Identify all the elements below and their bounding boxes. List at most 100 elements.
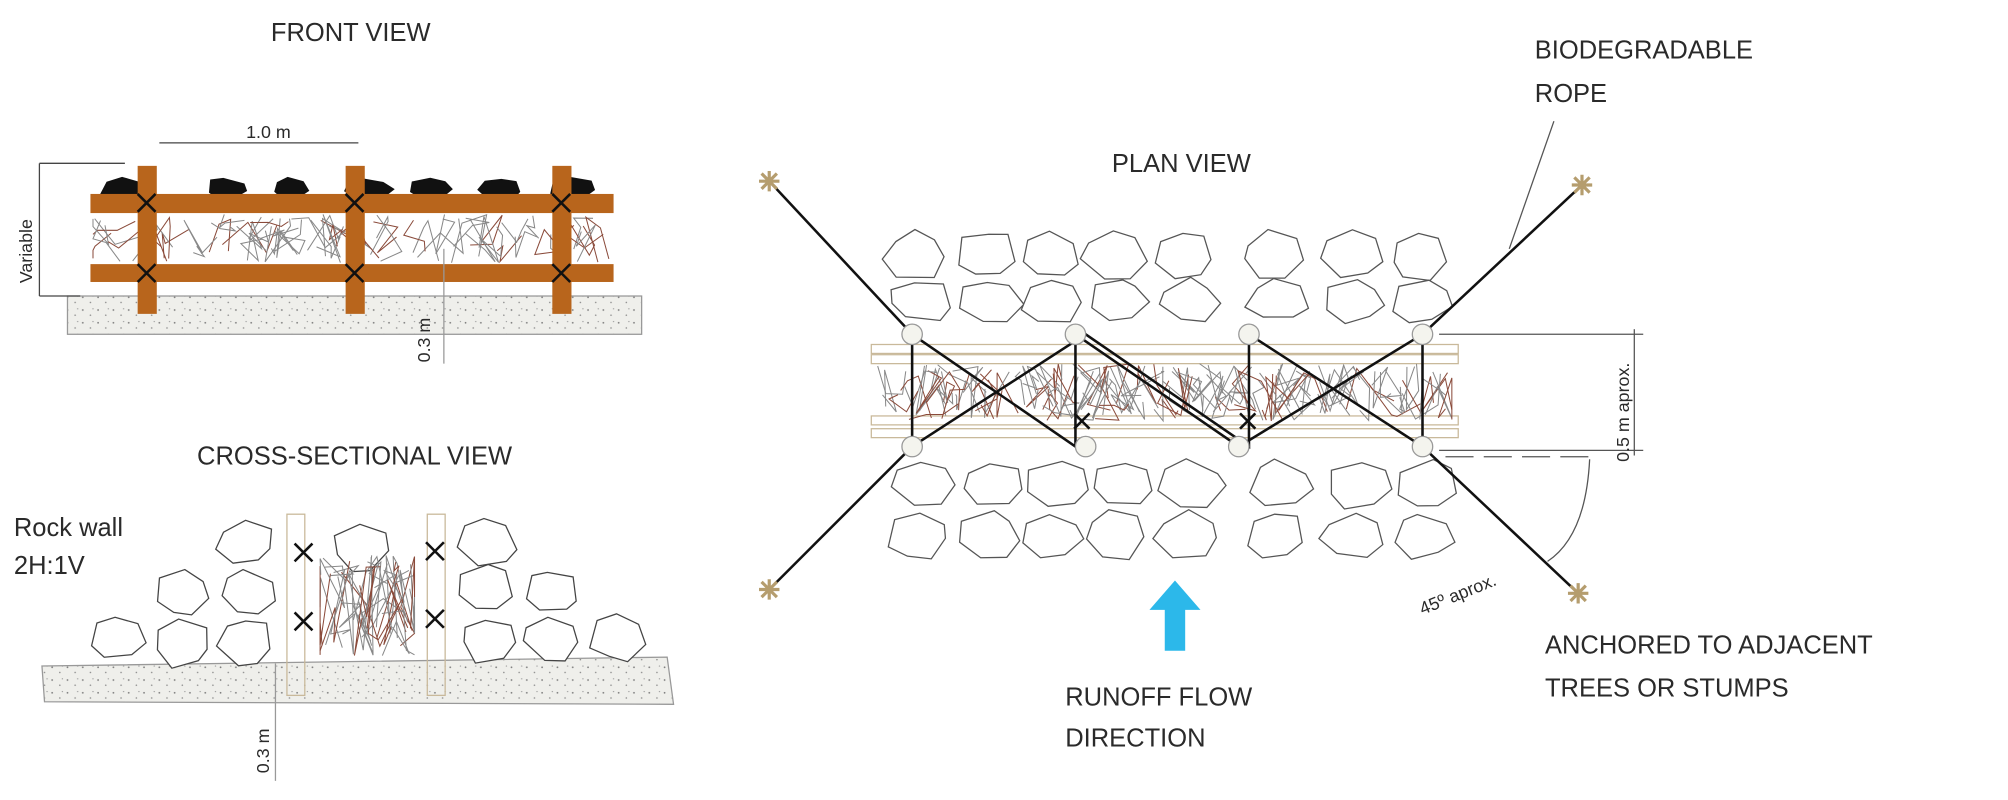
branch bbox=[319, 566, 331, 646]
branch bbox=[264, 218, 292, 263]
branch bbox=[291, 217, 346, 249]
branch bbox=[1279, 394, 1328, 421]
branch bbox=[1086, 365, 1111, 411]
branch bbox=[453, 217, 490, 247]
branch bbox=[937, 364, 981, 413]
rock bbox=[1326, 278, 1386, 325]
branch bbox=[328, 224, 343, 247]
branch bbox=[930, 367, 949, 404]
fascine-stick bbox=[870, 343, 1459, 355]
fascine-stick bbox=[870, 428, 1459, 439]
rock bbox=[463, 619, 517, 664]
anchor-label: ANCHORED TO ADJACENT bbox=[1545, 631, 1873, 659]
plan-view: PLAN VIEW 0.5 m aprox. 45º aprox. BIODEG… bbox=[759, 37, 1873, 752]
branch bbox=[1153, 364, 1179, 416]
rock bbox=[958, 233, 1016, 275]
branch bbox=[514, 231, 538, 258]
branch bbox=[1261, 382, 1275, 421]
post bbox=[137, 165, 157, 314]
tie-mark bbox=[1239, 412, 1257, 430]
rock bbox=[214, 519, 273, 564]
branch bbox=[918, 364, 941, 412]
rock bbox=[881, 228, 945, 279]
rock bbox=[1022, 230, 1079, 276]
branch bbox=[955, 380, 967, 410]
branch bbox=[935, 387, 954, 406]
rock bbox=[1026, 460, 1089, 507]
branch bbox=[1345, 367, 1395, 410]
branch bbox=[359, 566, 376, 629]
tie-mark bbox=[1073, 412, 1091, 430]
rock bbox=[156, 568, 210, 616]
branch bbox=[1077, 364, 1120, 421]
branch bbox=[1277, 368, 1307, 416]
branch bbox=[236, 221, 263, 261]
rock bbox=[1093, 462, 1153, 505]
branch bbox=[1199, 363, 1223, 418]
branch bbox=[1437, 377, 1453, 420]
branch bbox=[341, 571, 399, 648]
branch bbox=[496, 235, 522, 264]
branch bbox=[338, 602, 363, 628]
branch bbox=[1177, 371, 1212, 403]
branch bbox=[330, 568, 351, 635]
branch bbox=[1276, 364, 1300, 407]
branch bbox=[1091, 370, 1113, 419]
branch bbox=[208, 218, 232, 253]
branch bbox=[1352, 366, 1371, 422]
branch bbox=[572, 217, 594, 250]
rock bbox=[221, 568, 277, 615]
anchor-stump-icon bbox=[759, 579, 780, 600]
branch bbox=[218, 214, 245, 230]
branch bbox=[952, 365, 979, 418]
rock bbox=[887, 512, 947, 560]
branch bbox=[451, 213, 488, 263]
branch bbox=[373, 221, 399, 254]
branch bbox=[239, 238, 263, 263]
branch bbox=[352, 557, 374, 656]
branch bbox=[417, 218, 464, 258]
branch bbox=[276, 218, 298, 258]
tie-mark bbox=[344, 263, 365, 283]
branch bbox=[222, 221, 278, 254]
branch bbox=[877, 365, 907, 395]
branch bbox=[1298, 384, 1316, 406]
branch bbox=[882, 369, 897, 413]
dim-width: 0.5 m aprox. bbox=[1613, 363, 1633, 462]
branch bbox=[403, 219, 426, 252]
stake-icon bbox=[1411, 435, 1434, 458]
flow-label: RUNOFF FLOW bbox=[1065, 684, 1252, 712]
branch bbox=[1326, 364, 1359, 407]
branch bbox=[1110, 394, 1135, 411]
branch bbox=[250, 221, 289, 228]
rock bbox=[588, 613, 647, 663]
brush-fill bbox=[319, 555, 416, 656]
branch bbox=[1321, 387, 1352, 407]
rock bbox=[890, 461, 956, 506]
branch bbox=[1079, 367, 1102, 395]
branch bbox=[435, 214, 456, 255]
branch bbox=[183, 219, 218, 255]
rock bbox=[1244, 228, 1305, 279]
branch bbox=[210, 222, 238, 232]
branch bbox=[316, 214, 341, 263]
branch bbox=[525, 215, 540, 239]
tie-mark bbox=[344, 193, 365, 213]
dimension-lines bbox=[38, 142, 445, 364]
tie-mark bbox=[551, 263, 572, 283]
stake-icon bbox=[1064, 323, 1087, 346]
rock bbox=[1020, 279, 1082, 323]
branch bbox=[394, 574, 416, 634]
branch bbox=[92, 232, 112, 259]
branch bbox=[1259, 365, 1298, 420]
rock bbox=[1330, 462, 1393, 510]
stake bbox=[286, 513, 306, 697]
branch bbox=[270, 227, 294, 256]
rock bbox=[1154, 232, 1212, 280]
rock bbox=[458, 563, 513, 610]
branch bbox=[1072, 363, 1101, 415]
branch bbox=[1231, 364, 1257, 412]
branch bbox=[996, 372, 1019, 418]
rock bbox=[1393, 232, 1448, 282]
